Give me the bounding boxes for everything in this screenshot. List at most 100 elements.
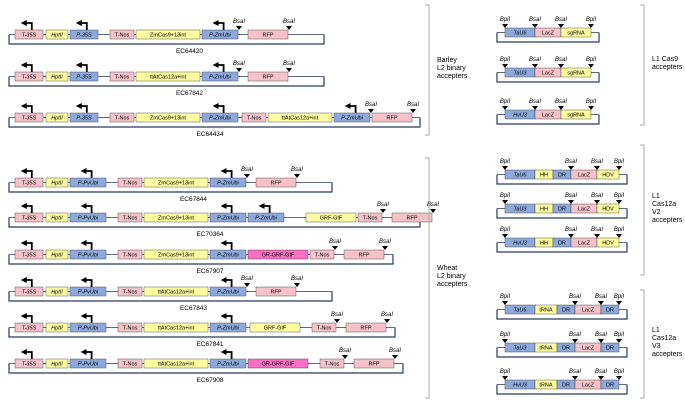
bsai-site-marker — [382, 246, 388, 250]
block-label: TaU6 — [514, 307, 528, 313]
block-label: ttAtCas12a+int — [282, 115, 319, 121]
block-label: LacZ — [578, 172, 591, 178]
backbone-line — [496, 174, 628, 185]
bsai-site-marker — [568, 166, 574, 170]
bpii-label: BpiI — [614, 294, 625, 300]
promoter-arrow — [80, 168, 93, 178]
block-label: P-PvUbi — [78, 180, 99, 186]
block-p-zmubi — [201, 29, 239, 40]
promoter-arrow — [20, 20, 33, 30]
backbone-line — [496, 32, 600, 43]
group-label-line: accepters — [652, 64, 683, 71]
bsai-label: BsaI — [591, 193, 603, 199]
bpii-site-marker — [616, 339, 622, 343]
bsai-site-marker — [294, 283, 300, 287]
backbone-line — [496, 384, 628, 395]
block-p-zmubi — [209, 286, 247, 297]
group-label-line: V2 — [652, 209, 661, 216]
promoter-arrow — [220, 277, 233, 287]
block-label: GRF-GIF — [264, 325, 287, 331]
bpii-site-marker — [502, 376, 508, 380]
promoter-arrow — [75, 20, 88, 30]
bsai-label: BsaI — [377, 202, 389, 208]
bsai-site-marker — [286, 26, 292, 30]
block-label: HDV — [602, 240, 614, 246]
bsai-site-marker — [558, 106, 564, 110]
bsai-site-marker — [332, 246, 338, 250]
block-label: TaU6 — [514, 30, 528, 36]
bsai-site-marker — [568, 234, 574, 238]
bsai-label: BsaI — [365, 102, 377, 108]
block-t-nos — [117, 249, 143, 260]
bpii-site-marker — [616, 376, 622, 380]
bpii-label: BpiI — [614, 227, 625, 233]
backbone-line — [8, 217, 421, 228]
promoter-arrow — [80, 240, 93, 250]
bsai-site-marker — [558, 24, 564, 28]
bsai-label: BsaI — [283, 19, 295, 25]
promoter-arrow — [20, 349, 33, 359]
block-t-35s — [14, 71, 44, 82]
block-t-nos — [109, 112, 135, 123]
block-gr-grf-gif — [247, 358, 309, 369]
backbone-line — [8, 363, 404, 374]
block-t-nos — [109, 29, 135, 40]
block-t-nos — [357, 212, 383, 223]
block-hptii — [45, 177, 69, 188]
block-label: HvU3 — [513, 240, 528, 246]
block-ttatcas12a-int — [135, 71, 201, 82]
construct-id: EC64420 — [176, 48, 203, 55]
block-hptii — [45, 358, 69, 369]
block-rfp — [247, 29, 289, 40]
block-p-zmubi — [209, 322, 247, 333]
block-label: T-35S — [22, 289, 37, 295]
block-label: DR — [562, 345, 570, 351]
backbone-line — [8, 182, 333, 193]
block-label: LacZ — [578, 240, 591, 246]
group-label-line: L1 — [652, 193, 660, 200]
promoter-arrow — [220, 349, 233, 359]
block-hptii — [45, 212, 69, 223]
bsai-label: BsaI — [233, 19, 245, 25]
bpii-site-marker — [502, 166, 508, 170]
bpii-label: BpiI — [500, 332, 511, 338]
block-t-35s — [14, 322, 44, 333]
promoter-arrow — [20, 240, 33, 250]
bsai-label: BsaI — [595, 294, 607, 300]
bpii-label: BpiI — [586, 17, 597, 23]
block-label: sgRNA — [567, 112, 585, 118]
block-label: HptII — [51, 32, 63, 38]
block-dr — [600, 379, 620, 390]
block-label: P-ZmUbi — [217, 180, 239, 186]
bpii-label: BpiI — [614, 193, 625, 199]
bpii-label: BpiI — [614, 369, 625, 375]
bpii-label: BpiI — [586, 99, 597, 105]
group-label-line: L2 binary — [437, 65, 466, 72]
backbone-line — [496, 114, 600, 125]
block-label: GRF-GIF — [320, 215, 343, 221]
block-label: RFP — [369, 361, 380, 367]
bsai-label: BsaI — [331, 312, 343, 318]
block-rfp — [247, 71, 289, 82]
block-p-pvubi — [69, 212, 107, 223]
block-ttatcas12a-int — [143, 286, 209, 297]
block-label: P-PvUbi — [78, 252, 99, 258]
bsai-label: BsaI — [565, 227, 577, 233]
promoter-arrow — [220, 313, 233, 323]
construct-id: EC67907 — [196, 268, 223, 275]
bsai-label: BsaI — [427, 202, 439, 208]
bsai-site-marker — [558, 64, 564, 68]
block-label: T-Nos — [315, 252, 330, 258]
bpii-label: BpiI — [500, 159, 511, 165]
block-rfp — [255, 177, 297, 188]
